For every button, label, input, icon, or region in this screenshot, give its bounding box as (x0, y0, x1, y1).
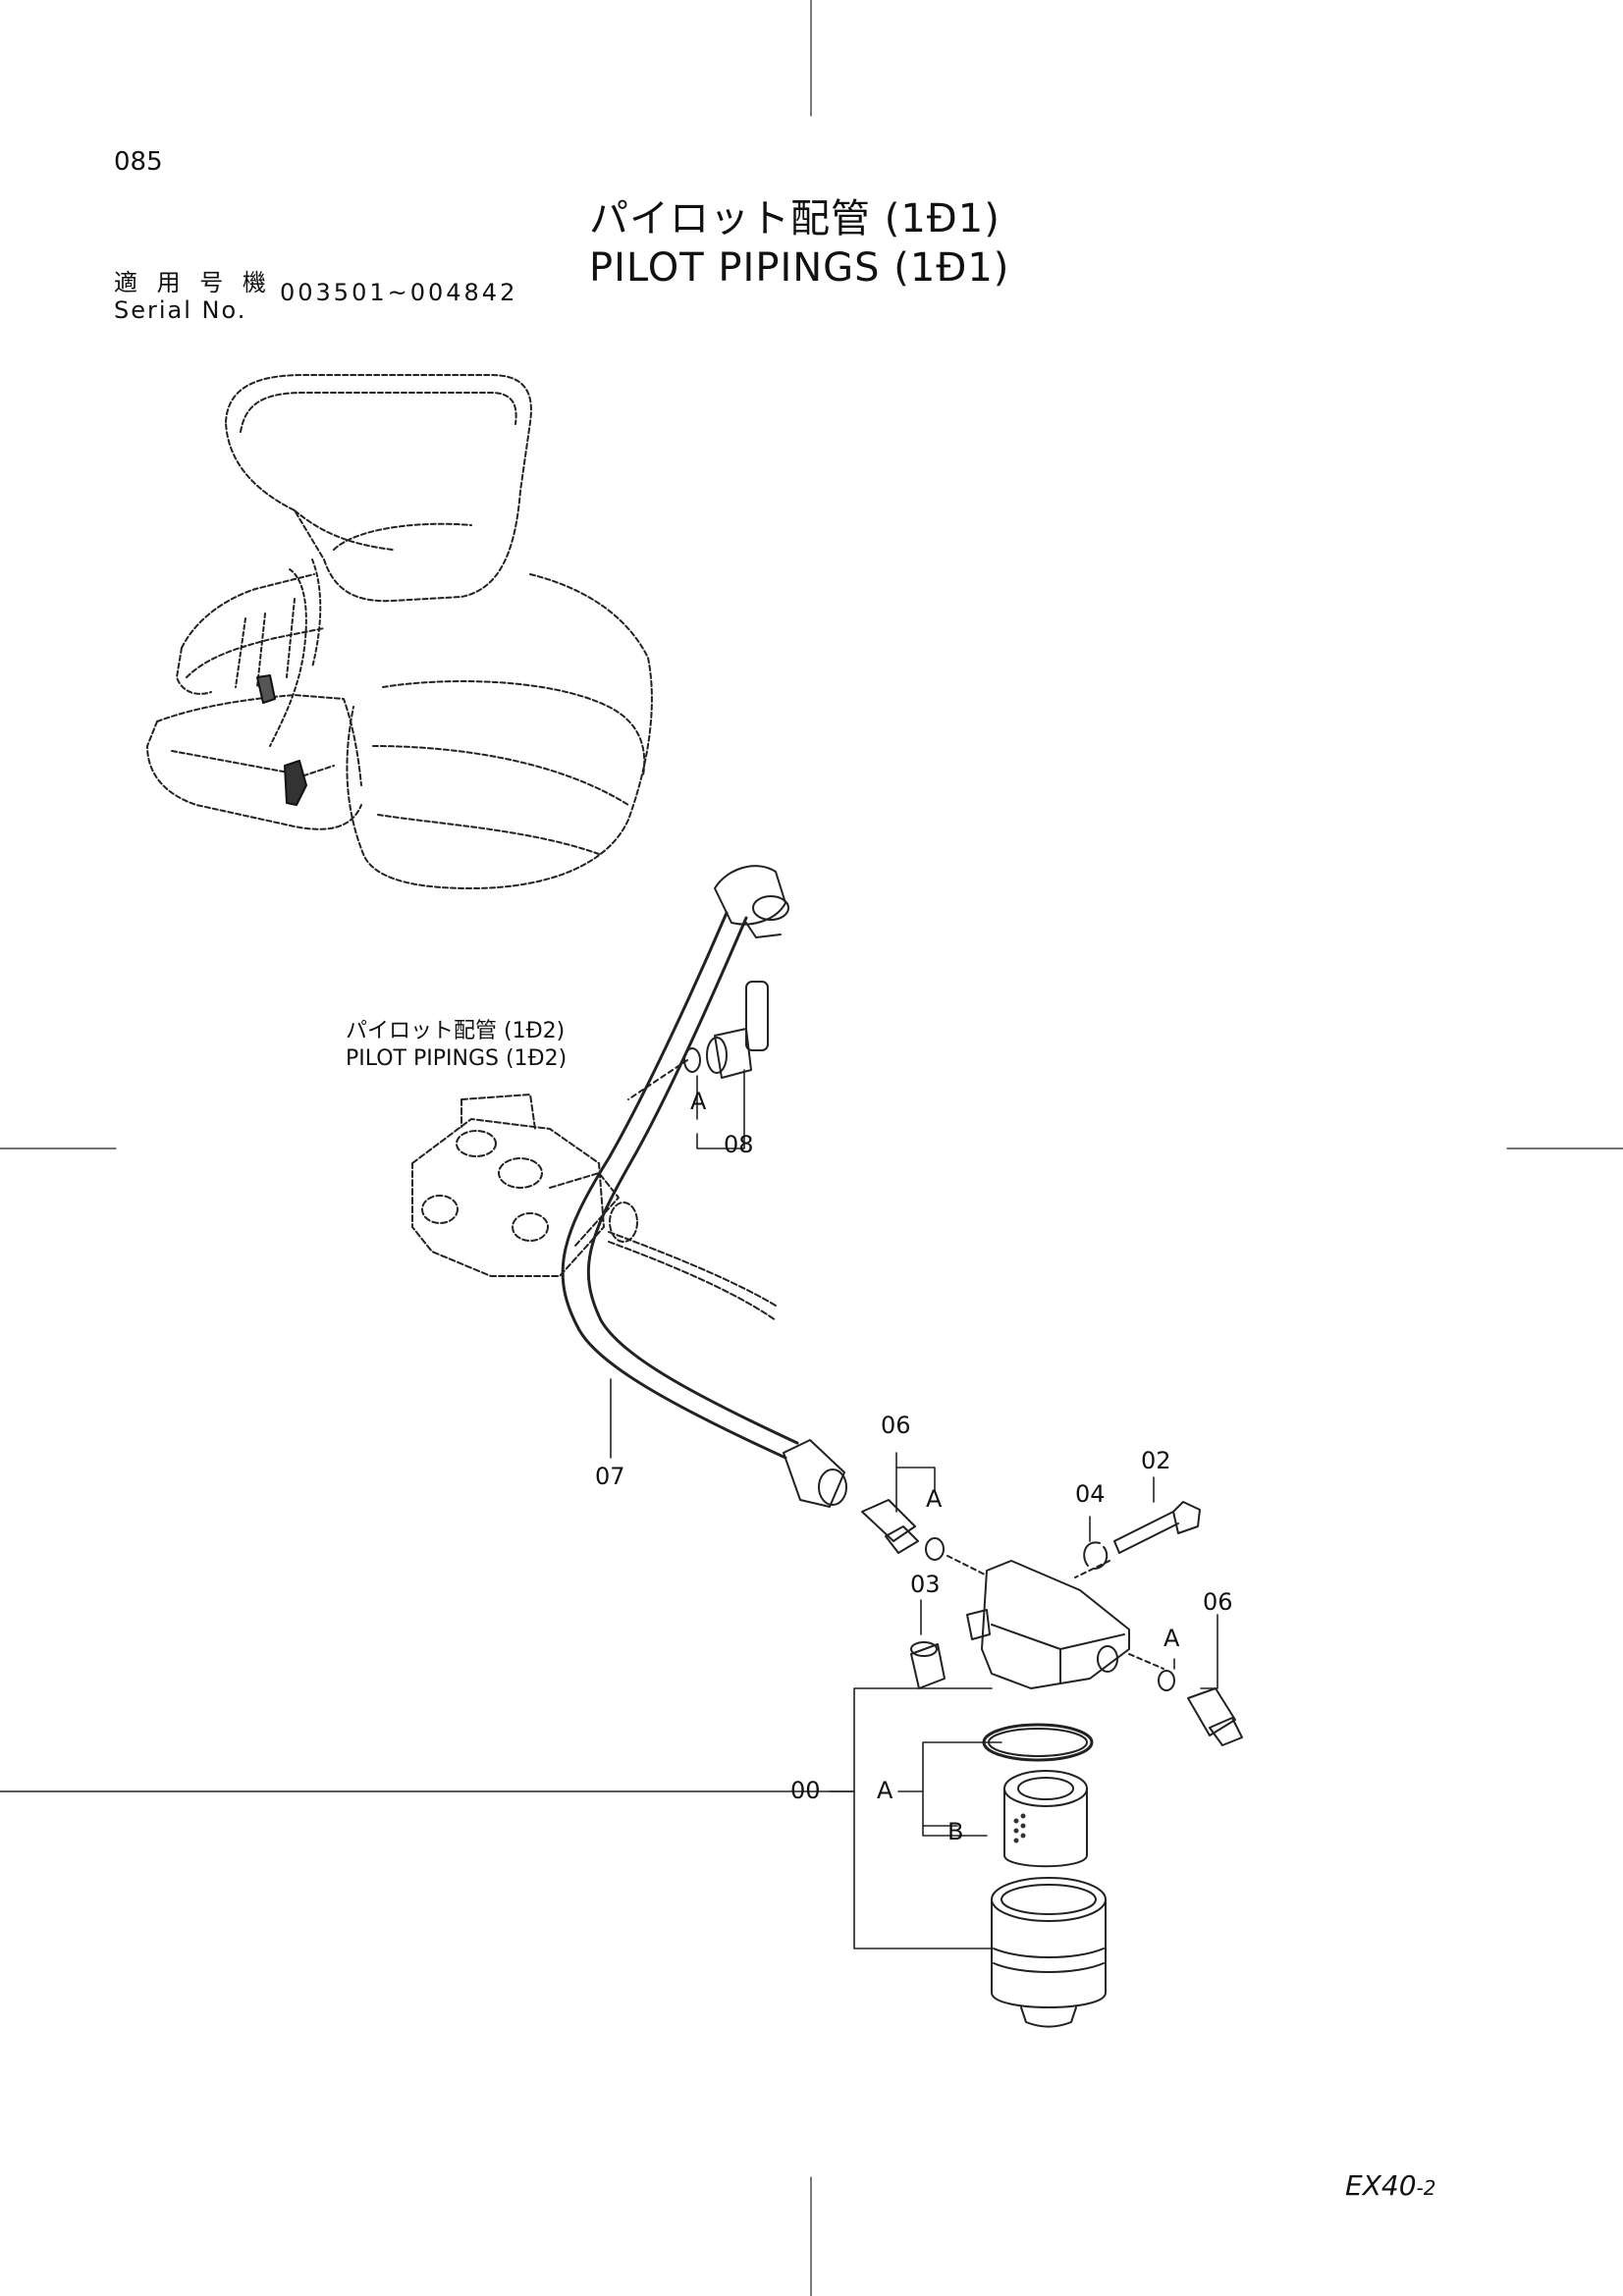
serial-label-english: Serial No. (114, 296, 247, 324)
serial-range: 003501~004842 (280, 279, 518, 306)
model-name: EX40 (1345, 2169, 1417, 2202)
title-english: PILOT PIPINGS (1Ð1) (589, 245, 1010, 291)
title-japanese: パイロット配管 (1Ð1) (589, 196, 1001, 241)
fitting-08 (627, 981, 769, 1100)
callout-a-08: A (690, 1088, 707, 1115)
filter-head (966, 1560, 1164, 1689)
serial-label-japanese: 適 用 号 機 (114, 269, 272, 296)
callout-02: 02 (1141, 1447, 1171, 1474)
machine-overview-illustration (146, 374, 653, 889)
washer-04 (1083, 1541, 1109, 1570)
callout-08: 08 (724, 1131, 754, 1158)
callout-00: 00 (790, 1777, 821, 1804)
plug-03 (910, 1641, 946, 1689)
reference-title-english: PILOT PIPINGS (1Ð2) (346, 1046, 568, 1071)
callout-07: 07 (595, 1463, 625, 1490)
page-number: 085 (114, 147, 163, 177)
filter-element (1003, 1770, 1088, 1868)
callout-b: B (947, 1818, 964, 1845)
pilot-valve-body (411, 1094, 777, 1321)
callout-06-lower: 06 (1203, 1588, 1233, 1616)
callout-03: 03 (910, 1571, 941, 1598)
o-ring (982, 1723, 1094, 1762)
callout-04: 04 (1075, 1480, 1106, 1508)
model-label: EX40-2 (1345, 2169, 1435, 2202)
reference-title-japanese: パイロット配管 (1Ð2) (346, 1019, 566, 1043)
callout-a-00: A (877, 1777, 893, 1804)
filter-bowl (991, 1877, 1107, 2028)
callout-a-06-lower: A (1163, 1625, 1180, 1652)
fitting-06-lower (1158, 1670, 1243, 1746)
fitting-06-upper (861, 1499, 988, 1576)
hose-07 (561, 865, 847, 1508)
bolt-02 (1074, 1501, 1201, 1578)
callout-a-06-upper: A (926, 1485, 943, 1513)
callout-06-upper: 06 (881, 1412, 911, 1439)
model-suffix: -2 (1416, 2176, 1436, 2200)
leader-lines (0, 1069, 1218, 1949)
